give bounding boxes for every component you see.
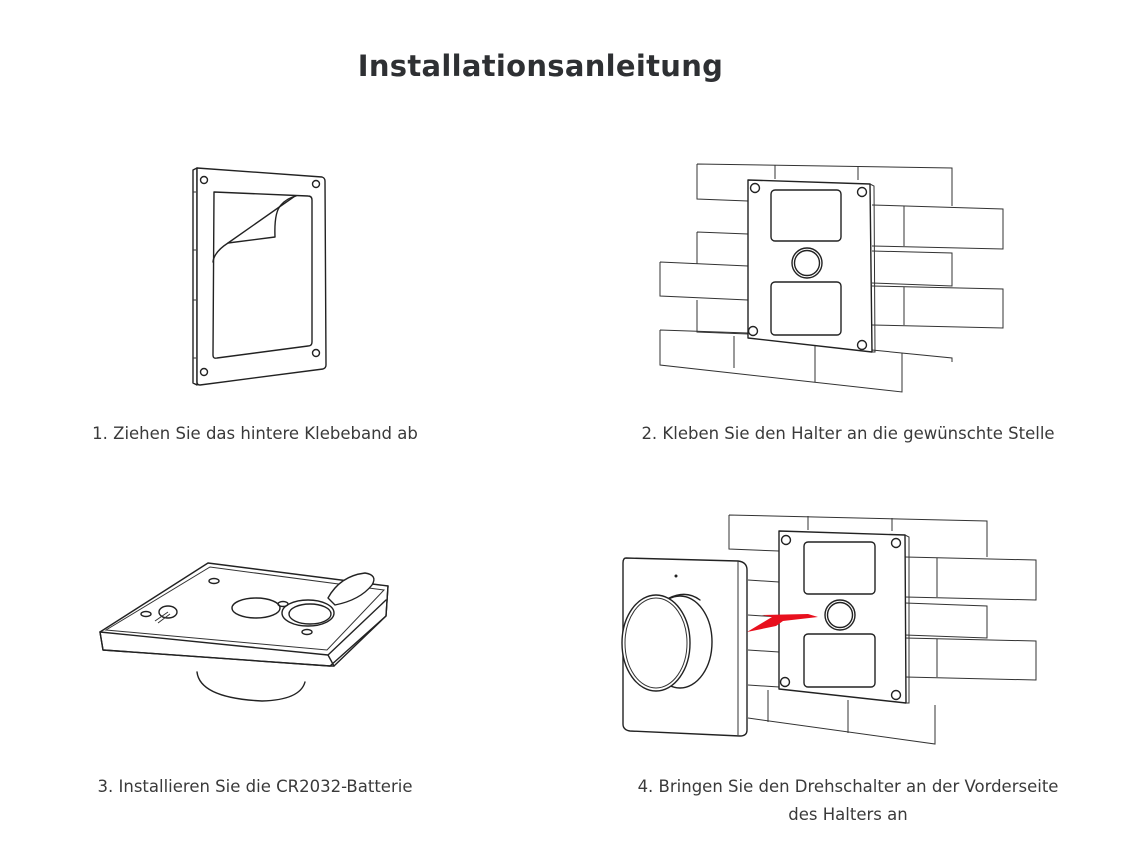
step-3-caption: 3. Installieren Sie die CR2032-Batterie xyxy=(97,777,413,796)
step-4-caption-line-2: des Halters an xyxy=(788,805,908,824)
holder-on-wall-illustration xyxy=(659,163,1004,393)
step-2: 2. Kleben Sie den Halter an die gewünsch… xyxy=(565,0,1131,460)
step-2-caption: 2. Kleben Sie den Halter an die gewünsch… xyxy=(641,424,1055,443)
step-1-caption: 1. Ziehen Sie das hintere Klebeband ab xyxy=(92,424,418,443)
battery-install-illustration xyxy=(99,562,389,702)
step-4: 4. Bringen Sie den Drehschalter an der V… xyxy=(565,460,1131,852)
step-4-caption: 4. Bringen Sie den Drehschalter an der V… xyxy=(565,773,1131,829)
adhesive-plate-illustration xyxy=(192,167,327,386)
page-title: Installationsanleitung xyxy=(357,49,724,84)
rotary-switch-attach-illustration xyxy=(621,514,1037,745)
step-4-caption-line-1: 4. Bringen Sie den Drehschalter an der V… xyxy=(637,777,1059,796)
step-1: 1. Ziehen Sie das hintere Klebeband ab xyxy=(0,0,565,460)
step-3: 3. Installieren Sie die CR2032-Batterie xyxy=(0,460,565,852)
arrow-icon xyxy=(747,614,818,632)
